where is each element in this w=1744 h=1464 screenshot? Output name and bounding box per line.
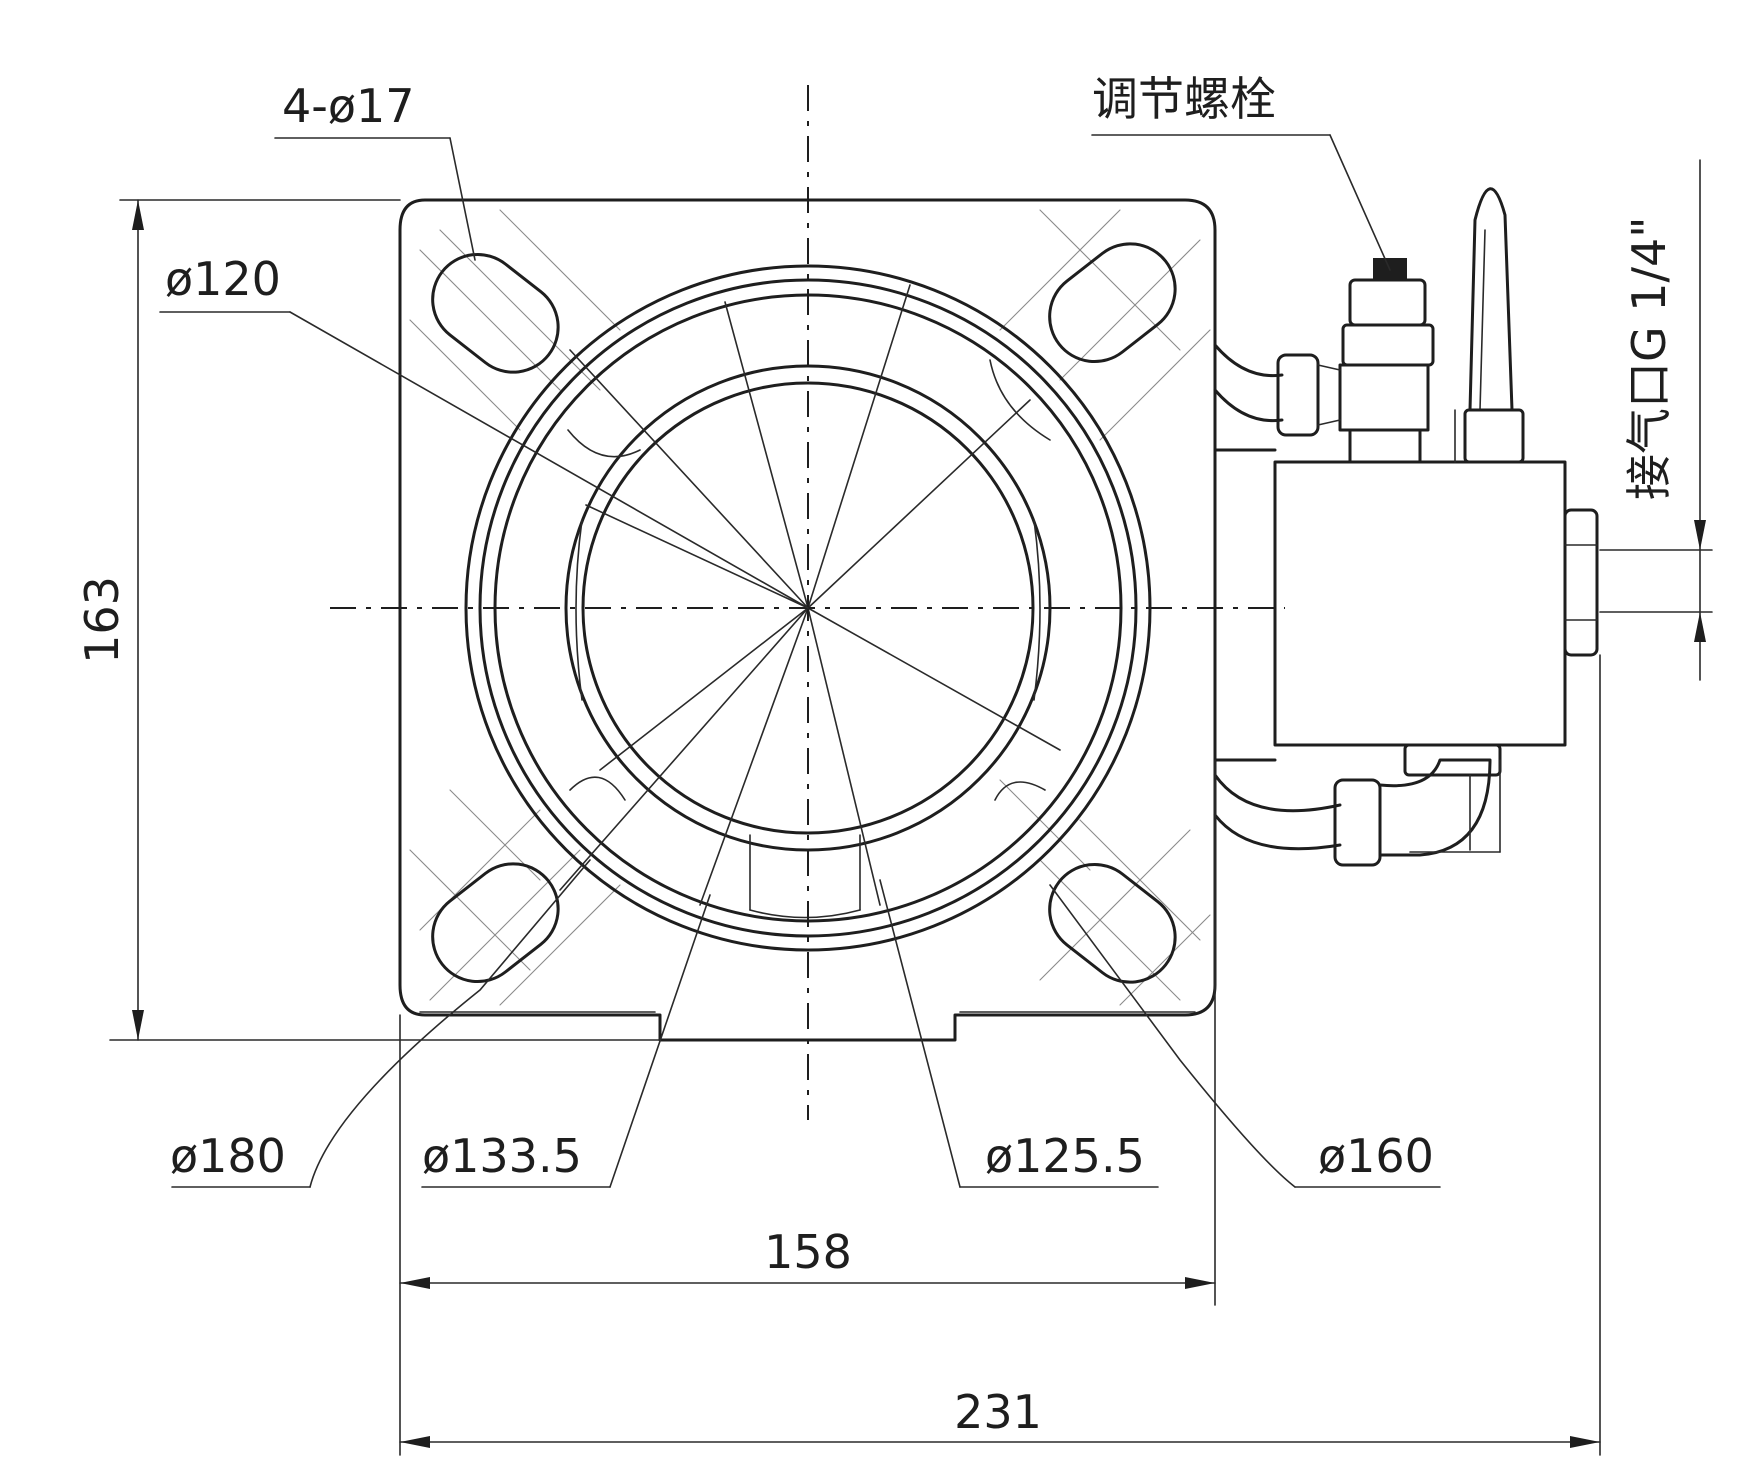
label-d160: ø160 bbox=[1318, 1129, 1434, 1183]
dimension-width-inner: 158 bbox=[764, 1225, 852, 1279]
side-nut bbox=[1563, 508, 1599, 657]
corner-holes bbox=[431, 242, 1177, 984]
label-connector: 接气口G 1/4" bbox=[1622, 217, 1676, 500]
label-d120: ø120 bbox=[165, 252, 281, 306]
label-adjusting-bolt: 调节螺栓 bbox=[1092, 72, 1276, 126]
label-d180: ø180 bbox=[170, 1129, 286, 1183]
hole-top-right bbox=[1048, 242, 1177, 364]
label-holes: 4-ø17 bbox=[282, 79, 415, 133]
leader-lines bbox=[159, 134, 1441, 1188]
dimension-width-total: 231 bbox=[954, 1385, 1042, 1439]
valve-block bbox=[1273, 460, 1567, 747]
label-d125-5: ø125.5 bbox=[985, 1129, 1145, 1183]
center-lines bbox=[330, 85, 1285, 1120]
adjusting-bolt-head bbox=[1348, 278, 1427, 327]
drawing-labels: 4-ø17 ø120 调节螺栓 接气口G 1/4" ø180 ø133.5 ø1… bbox=[75, 72, 1676, 1439]
base-plate bbox=[398, 198, 1217, 1042]
hole-bottom-right bbox=[1048, 862, 1177, 984]
hole-top-left bbox=[431, 252, 560, 374]
hole-bottom-left bbox=[431, 862, 560, 984]
label-d133-5: ø133.5 bbox=[422, 1129, 582, 1183]
radial-lines bbox=[559, 284, 1061, 906]
dimension-height: 163 bbox=[75, 576, 129, 664]
valve-assembly bbox=[1213, 187, 1599, 867]
plate-hatching bbox=[409, 209, 1211, 1006]
dimension-lines bbox=[109, 159, 1713, 1456]
